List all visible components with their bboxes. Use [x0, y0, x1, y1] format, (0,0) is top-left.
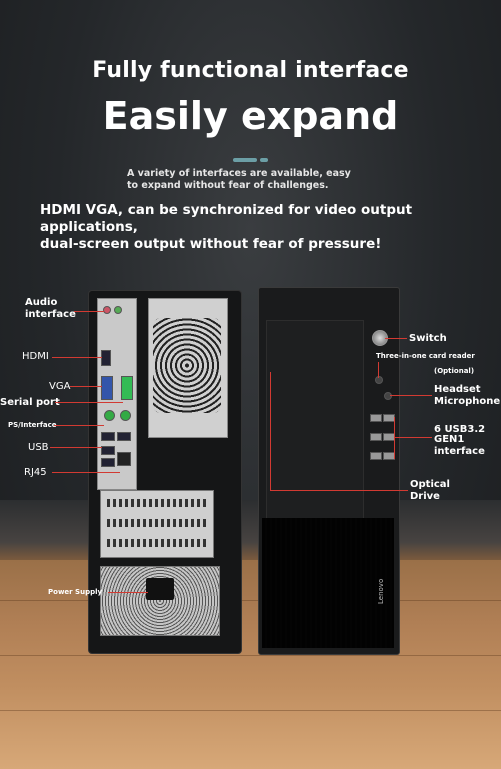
- vga-port: [101, 376, 113, 400]
- subtext: A variety of interfaces are available, e…: [127, 168, 351, 191]
- wall-shadow: [0, 500, 501, 560]
- label-power-supply: Power Supply: [48, 588, 103, 596]
- leader-line: [55, 402, 123, 403]
- label-serial-port: Serial port: [0, 397, 60, 408]
- label-usb-front: 6 USB3.2 GEN1 interface: [434, 424, 486, 457]
- leader-line: [270, 490, 408, 491]
- label-hdmi: HDMI: [22, 351, 49, 362]
- front-usb-port: [370, 433, 382, 441]
- label-switch: Switch: [409, 333, 447, 344]
- label-optical-drive: Optical Drive: [410, 479, 450, 502]
- leader-line: [52, 357, 102, 358]
- leader-line: [70, 386, 102, 387]
- label-rj45: RJ45: [24, 467, 47, 478]
- usb-port: [101, 458, 115, 467]
- leader-line: [54, 425, 104, 426]
- serial-port: [121, 376, 133, 400]
- label-usb: USB: [28, 442, 49, 453]
- leader-line: [378, 362, 379, 378]
- usb-port: [101, 432, 115, 441]
- audio-port: [114, 306, 122, 314]
- ps2-port: [104, 410, 115, 421]
- brand-logo: Lenovo: [377, 578, 385, 604]
- leader-line: [390, 395, 432, 396]
- divider-dash: [233, 158, 257, 162]
- front-usb-port: [370, 452, 382, 460]
- usb-port: [101, 446, 115, 455]
- power-plug: [146, 578, 174, 600]
- leader-line: [74, 311, 104, 312]
- leader-line: [270, 372, 271, 490]
- fan-grill: [153, 318, 221, 413]
- drive-bay: [266, 320, 364, 522]
- label-headset: Headset: [434, 384, 481, 395]
- hdmi-port: [101, 350, 111, 366]
- audio-port: [103, 306, 111, 314]
- headset-jack: [384, 392, 392, 400]
- description: HDMI VGA, can be synchronized for video …: [40, 202, 413, 252]
- heading-line1: Fully functional interface: [92, 58, 409, 83]
- label-card-reader: Three-in-one card reader: [376, 352, 475, 360]
- ps2-port: [120, 410, 131, 421]
- usb-port: [117, 432, 131, 441]
- leader-line: [394, 437, 432, 438]
- label-audio: Audio interface: [25, 297, 76, 320]
- card-reader-slot: [375, 376, 383, 384]
- leader-line: [50, 447, 102, 448]
- wooden-table: [0, 560, 501, 769]
- leader-line: [385, 338, 407, 339]
- label-microphone: Microphone: [434, 396, 501, 407]
- leader-line: [394, 417, 395, 459]
- heading-line2: Easily expand: [102, 94, 399, 138]
- front-mesh: [262, 518, 394, 648]
- label-ps-interface: PS/Interface: [8, 421, 57, 429]
- leader-line: [108, 592, 148, 593]
- label-optional: (Optional): [434, 367, 475, 375]
- leader-line: [52, 472, 120, 473]
- power-supply-unit: [100, 566, 220, 636]
- divider-dot: [260, 158, 268, 162]
- front-usb-port: [370, 414, 382, 422]
- rj45-port: [117, 452, 131, 466]
- expansion-slots: [100, 490, 214, 558]
- label-vga: VGA: [49, 381, 71, 392]
